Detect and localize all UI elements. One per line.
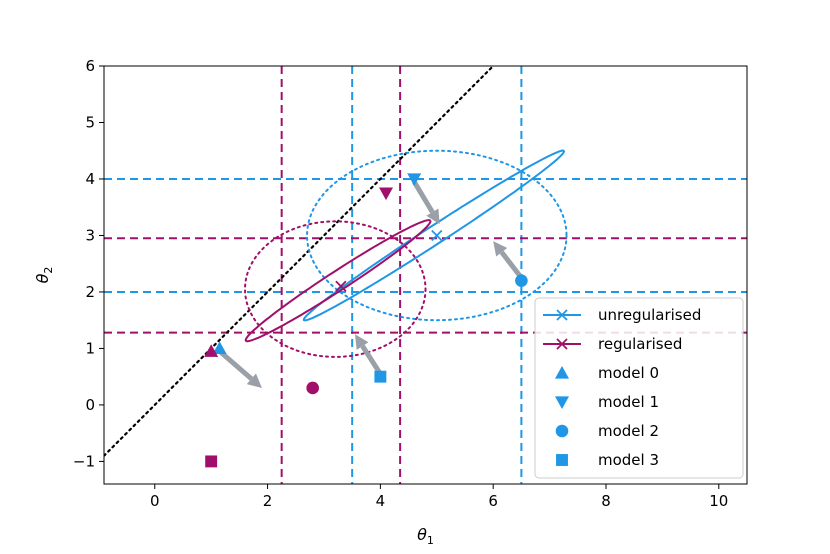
- gradient-arrow-shaft: [499, 250, 524, 280]
- y-tick-label: −1: [73, 452, 95, 470]
- x-axis-label: θ1: [417, 525, 434, 547]
- legend-marker-circle: [555, 424, 569, 438]
- x-axis: 0 2 4 6 8 10: [150, 484, 728, 510]
- legend-item: model 3: [556, 451, 659, 469]
- y-tick-label: 1: [85, 339, 95, 357]
- regularised-solid-ellipse: [244, 219, 432, 343]
- legend-marker-square: [556, 454, 568, 466]
- y-tick-label: 4: [85, 170, 95, 188]
- legend-item: regularised: [543, 335, 682, 353]
- gradient-arrow-shaft: [412, 180, 435, 214]
- legend-x-marker: [556, 309, 568, 321]
- legend-item: model 0: [555, 364, 659, 382]
- diagonal-line: [104, 66, 495, 457]
- regularised-dotted-ellipse: [244, 220, 427, 358]
- y-axis-label: θ2: [33, 267, 55, 284]
- unregularised-dotted-ellipse: [306, 149, 568, 322]
- unregularised-center-marker: [431, 229, 443, 242]
- unregularised-center-marker-stroke: [431, 229, 443, 242]
- legend-marker-triangle-down: [555, 396, 569, 409]
- legend-item: unregularised: [543, 306, 701, 324]
- regularised-center-marker-stroke: [335, 280, 347, 292]
- x-tick-label: 8: [601, 492, 611, 510]
- legend-marker-triangle-up: [555, 366, 569, 379]
- x-tick-label: 6: [488, 492, 498, 510]
- legend-x-marker: [556, 338, 568, 350]
- legend-label: regularised: [598, 335, 682, 353]
- gradient-arrow-head: [426, 208, 440, 225]
- unregularised-model-3-point: [374, 370, 387, 383]
- legend-x-marker-stroke: [556, 338, 568, 350]
- gradient-arrow-head: [246, 373, 262, 388]
- regularised-model-0-point: [204, 344, 219, 357]
- gradient-arrow-head: [354, 334, 369, 350]
- plot-content: [104, 66, 747, 484]
- legend: unregularised regularised model 0 model 1 mo…: [534, 297, 744, 479]
- x-tick-label: 4: [376, 492, 386, 510]
- unregularised-model-1-point: [407, 173, 422, 186]
- regularised-model-3-point: [205, 455, 218, 468]
- y-axis: −1 0 1 2 3 4 5 6: [73, 57, 104, 470]
- y-tick-label: 6: [85, 57, 95, 75]
- gradient-arrow-shaft: [217, 349, 253, 381]
- x-tick-label: 2: [263, 492, 273, 510]
- y-tick-label: 3: [85, 226, 95, 244]
- unregularised-model-0-point: [212, 341, 227, 355]
- y-tick-label: 2: [85, 283, 95, 301]
- unregularised-solid-ellipse: [302, 149, 566, 322]
- regularised-center-marker: [335, 280, 347, 292]
- gradient-arrow-shaft: [360, 344, 383, 376]
- regularised-model-2-point: [306, 381, 319, 395]
- regularised-model-1-point: [379, 187, 394, 201]
- gradient-arrow-head: [493, 241, 508, 257]
- legend-item: model 2: [555, 422, 659, 440]
- legend-label: model 1: [598, 393, 659, 411]
- legend-label: unregularised: [598, 306, 701, 324]
- x-tick-label: 10: [709, 492, 728, 510]
- legend-label: model 3: [598, 451, 659, 469]
- legend-box: [534, 297, 744, 479]
- legend-label: model 0: [598, 364, 659, 382]
- legend-x-marker-stroke: [556, 309, 568, 321]
- x-tick-label: 0: [150, 492, 160, 510]
- plot-frame: [103, 65, 748, 485]
- legend-item: model 1: [555, 393, 659, 411]
- legend-label: model 2: [598, 422, 659, 440]
- y-tick-label: 0: [85, 396, 95, 414]
- unregularised-model-2-point: [515, 274, 528, 287]
- y-tick-label: 5: [85, 113, 95, 131]
